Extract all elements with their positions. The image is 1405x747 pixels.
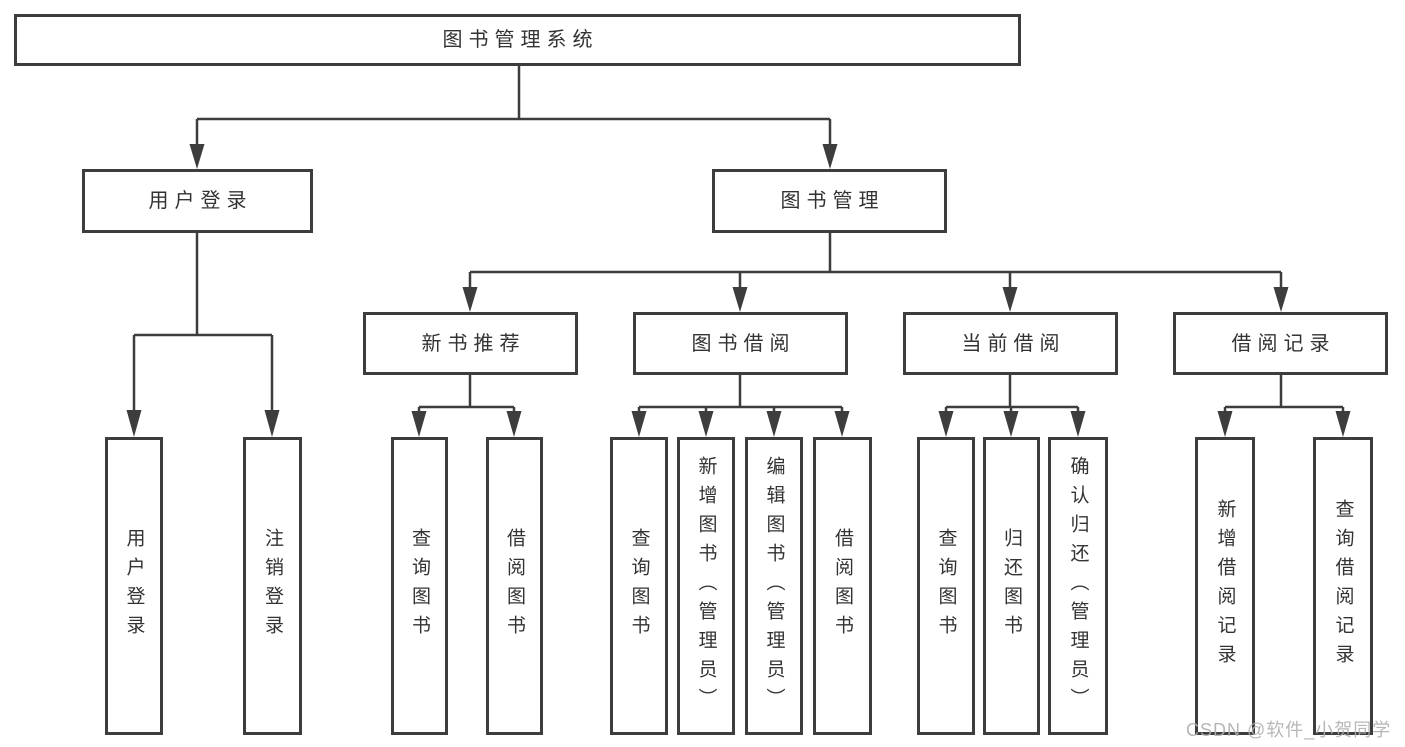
node-return-books: 归还图书 bbox=[983, 437, 1040, 735]
node-query-books-current: 查询图书 bbox=[917, 437, 975, 735]
node-new-book-recommendation: 新书推荐 bbox=[363, 312, 578, 375]
node-book-management: 图书管理 bbox=[712, 169, 947, 233]
node-add-books-admin: 新增图书（管理员） bbox=[677, 437, 735, 735]
node-borrow-books-borrowing: 借阅图书 bbox=[813, 437, 872, 735]
node-query-books-recommend: 查询图书 bbox=[391, 437, 448, 735]
node-borrowing-records: 借阅记录 bbox=[1173, 312, 1388, 375]
node-add-borrow-record: 新增借阅记录 bbox=[1195, 437, 1255, 735]
node-book-management-system: 图书管理系统 bbox=[14, 14, 1021, 66]
node-user-login-leaf: 用户登录 bbox=[105, 437, 163, 735]
node-logout: 注销登录 bbox=[243, 437, 302, 735]
node-current-borrowing: 当前借阅 bbox=[903, 312, 1118, 375]
node-confirm-return-admin: 确认归还（管理员） bbox=[1048, 437, 1108, 735]
node-edit-books-admin: 编辑图书（管理员） bbox=[745, 437, 803, 735]
node-book-borrowing: 图书借阅 bbox=[633, 312, 848, 375]
node-query-borrow-record: 查询借阅记录 bbox=[1313, 437, 1373, 735]
node-user-login: 用户登录 bbox=[82, 169, 313, 233]
connector-paths bbox=[132, 66, 1345, 414]
node-borrow-books-recommend: 借阅图书 bbox=[486, 437, 543, 735]
node-query-books-borrowing: 查询图书 bbox=[610, 437, 668, 735]
arrowheads bbox=[126, 144, 1351, 437]
watermark: CSDN @软件_小贺同学 bbox=[1186, 720, 1392, 740]
